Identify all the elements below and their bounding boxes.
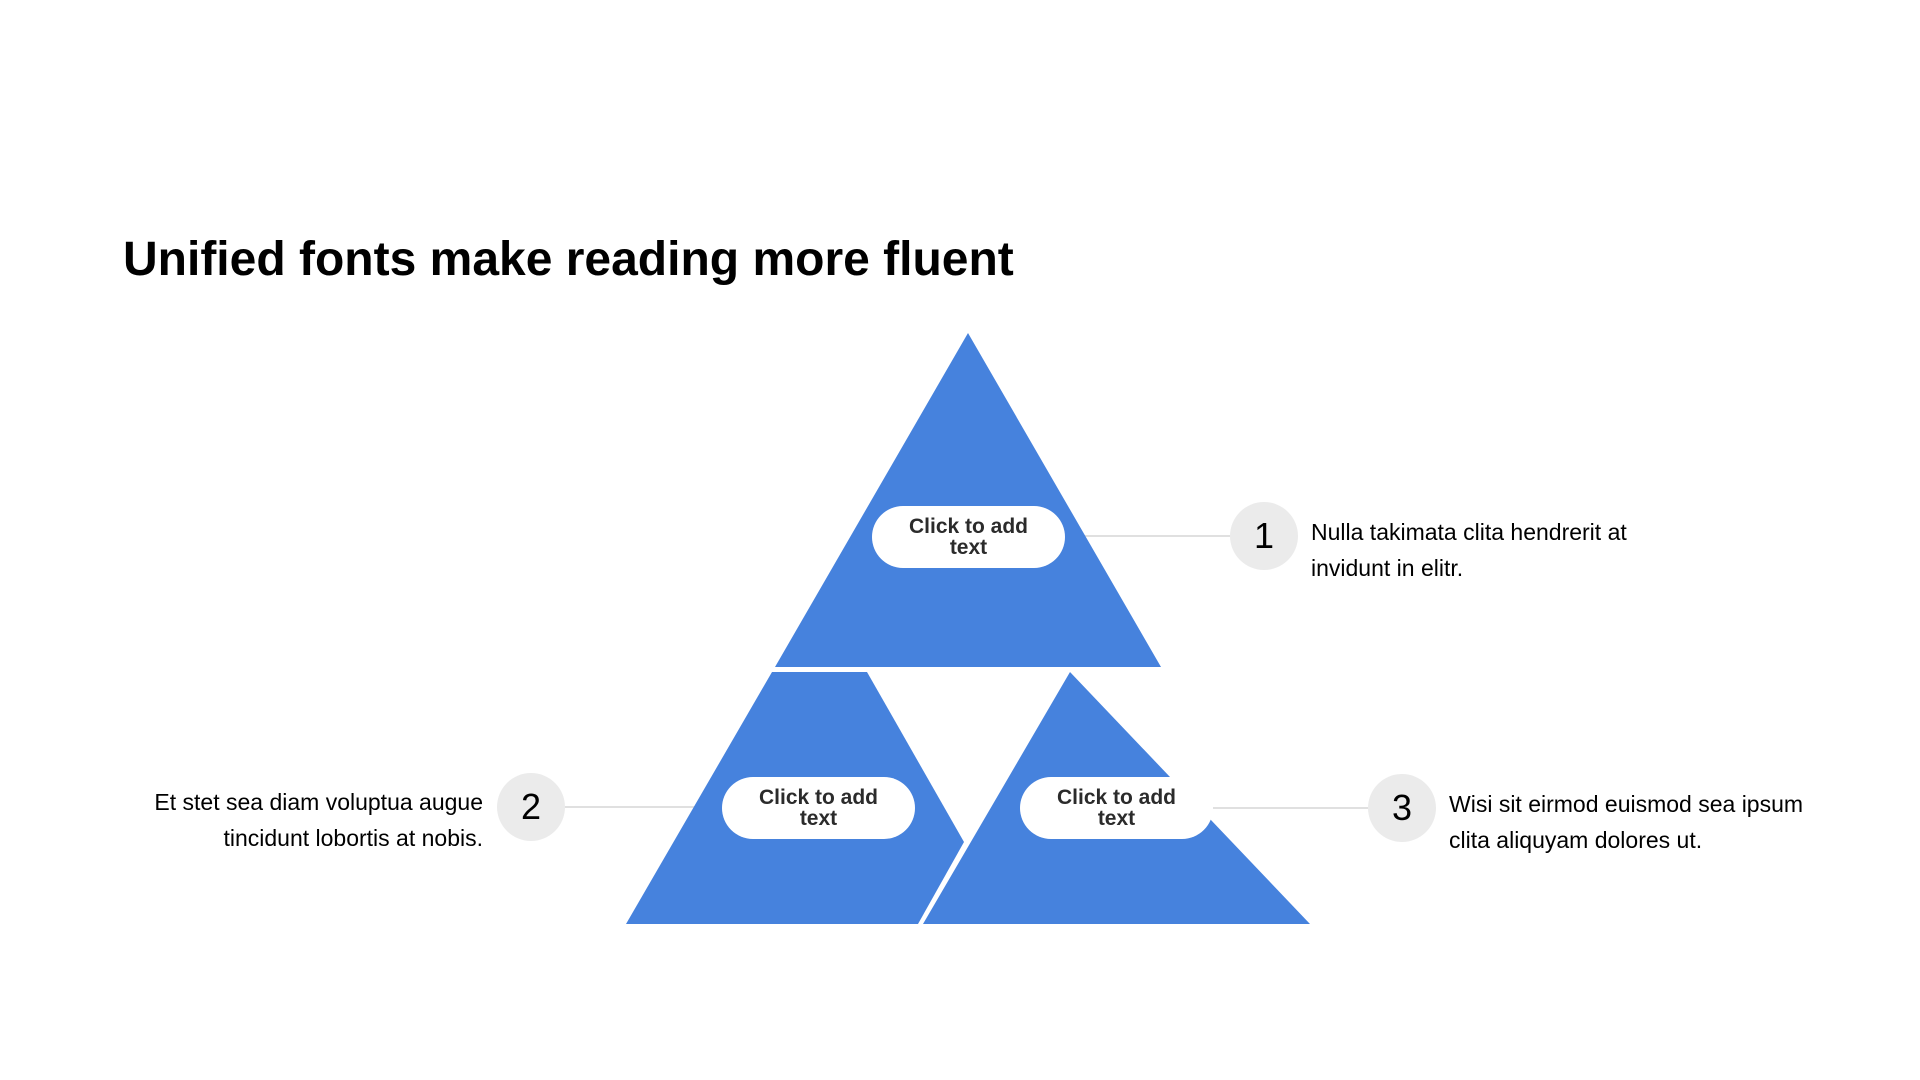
pyramid-segment-top[interactable] [775,333,1161,667]
description-3[interactable]: Wisi sit eirmod euismod sea ipsum clita … [1449,791,1804,853]
slide-title[interactable]: Unified fonts make reading more fluent [123,233,1014,286]
placeholder-label-top: Click to add text [908,515,1029,559]
placeholder-label-bottom-right: Click to add text [1056,786,1177,830]
description-1[interactable]: Nulla takimata clita hendrerit at invidu… [1311,519,1627,581]
number-badge-2: 2 [497,773,565,841]
text-placeholder-bottom-right[interactable]: Click to add text [1020,777,1213,839]
number-badge-3: 3 [1368,774,1436,842]
text-placeholder-top[interactable]: Click to add text [872,506,1065,568]
description-2[interactable]: Et stet sea diam voluptua augue tincidun… [154,789,483,851]
placeholder-label-bottom-left: Click to add text [758,786,879,830]
text-placeholder-bottom-left[interactable]: Click to add text [722,777,915,839]
number-badge-1: 1 [1230,502,1298,570]
